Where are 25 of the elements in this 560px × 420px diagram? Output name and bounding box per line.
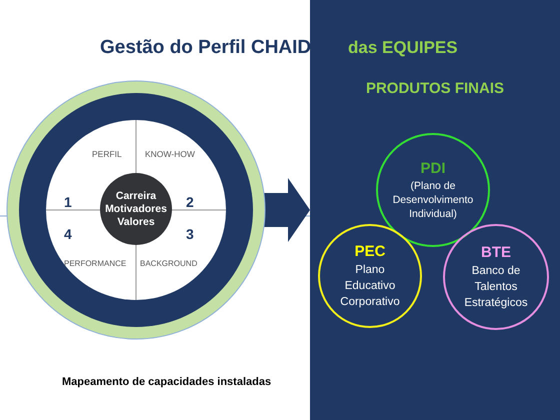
- title: Gestão do Perfil CHAID: [100, 37, 312, 59]
- quadrant-number: 4: [64, 226, 72, 242]
- panel: [310, 0, 560, 420]
- quadrant-label: KNOW-HOW: [145, 149, 195, 159]
- product-circle: [443, 224, 549, 330]
- product-acronym: PEC: [354, 242, 386, 260]
- product-description: Plano Educativo Corporativo: [339, 262, 401, 310]
- quadrant-label: BACKGROUND: [140, 259, 198, 268]
- quadrant-number: 3: [186, 226, 194, 242]
- quadrant-number: 1: [64, 194, 72, 210]
- quadrant-label: PERFIL: [92, 149, 122, 159]
- subtitle: das EQUIPES: [348, 38, 458, 58]
- caption-text: Mapeamento de capacidades instaladas: [62, 376, 272, 388]
- product-circle: [376, 133, 490, 247]
- center-text: Carreira Motivadores Valores: [104, 190, 168, 228]
- product-description: Banco de Talentos Estratégicos: [463, 264, 529, 310]
- arrow: [263, 178, 310, 242]
- product-description: (Plano de Desenvolvimento Individual): [392, 178, 474, 220]
- product-circle: [318, 224, 422, 328]
- circle-diagram: [6, 80, 266, 340]
- product-acronym: BTE: [481, 244, 511, 260]
- quadrant-label: PERFORMANCE: [64, 259, 126, 268]
- product-acronym: PDI: [420, 160, 446, 176]
- quadrant-number: 2: [186, 194, 194, 210]
- panel-heading: PRODUTOS FINAIS: [366, 80, 504, 97]
